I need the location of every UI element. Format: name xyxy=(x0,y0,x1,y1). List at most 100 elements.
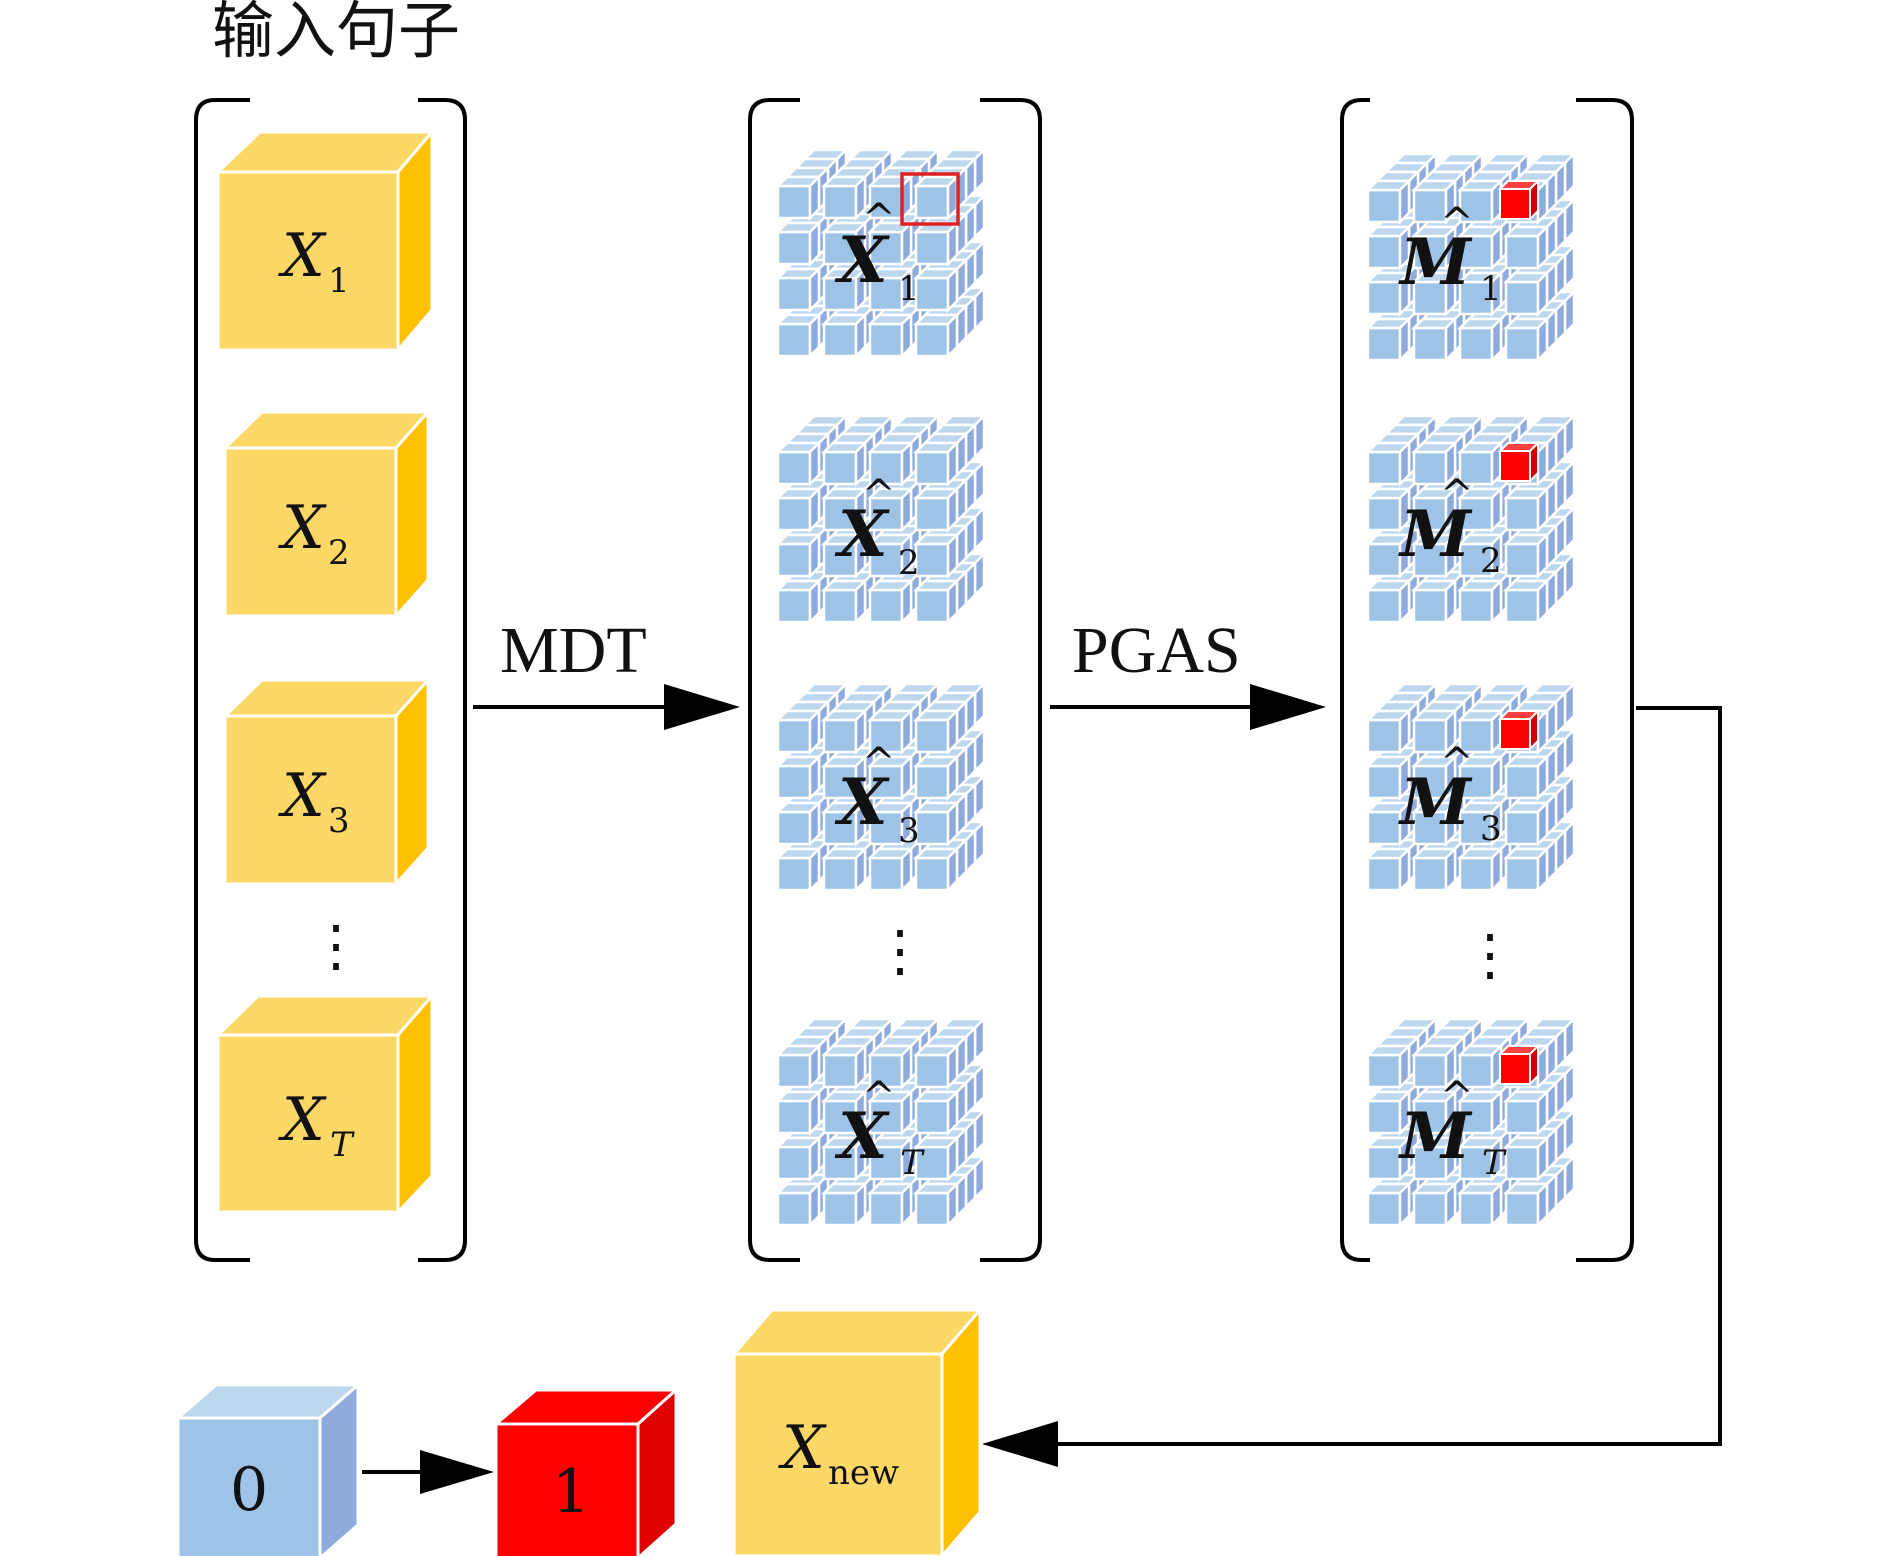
cubelet xyxy=(776,847,821,892)
m-hat-1-sub: 1 xyxy=(1480,269,1502,309)
m-hat-tensor-2 xyxy=(1366,414,1576,624)
cubelet xyxy=(822,175,867,220)
x-hat-T-sub: T xyxy=(900,1143,925,1183)
active-element-red-cube xyxy=(1497,1043,1541,1087)
m-hat-1-var: M xyxy=(1398,225,1473,300)
cubelet xyxy=(914,579,959,624)
cubelet xyxy=(1366,441,1411,486)
cubelet xyxy=(776,313,821,358)
x-hat-1-sub: 1 xyxy=(898,269,920,309)
legend-zero-label: 0 xyxy=(230,1455,268,1525)
input-ellipsis: ⋮ xyxy=(308,914,364,979)
cubelet xyxy=(1412,1182,1457,1227)
cubelet xyxy=(914,313,959,358)
left-bracket xyxy=(748,98,800,1262)
cubelet xyxy=(822,441,867,486)
m-hat-2-sub: 2 xyxy=(1480,541,1502,581)
cubelet xyxy=(1504,225,1549,270)
legend-one-cube: 1 xyxy=(491,1386,680,1556)
cubelet xyxy=(914,1090,959,1135)
cubelet xyxy=(776,1182,821,1227)
cubelet xyxy=(776,1090,821,1135)
cubelet xyxy=(776,487,821,532)
active-element-red-cube xyxy=(1497,440,1541,484)
left-bracket xyxy=(1340,98,1370,1262)
cubelet xyxy=(822,847,867,892)
m-hat-column: ^ M 1 ^ M 2 ^ M 3 ⋮ ^ M T xyxy=(1340,98,1634,1262)
mdt-label: MDT xyxy=(500,614,647,687)
cubelet xyxy=(822,1182,867,1227)
cubelet xyxy=(1458,317,1503,362)
input-cube-2-sub: 2 xyxy=(328,533,350,573)
feedback-arrow xyxy=(982,706,1722,1467)
cubelet xyxy=(914,801,959,846)
cubelet xyxy=(1366,1044,1411,1089)
cubelet xyxy=(1504,801,1549,846)
cubelet xyxy=(776,441,821,486)
input-column: X 1 X 2 X 3 ⋮ X T xyxy=(194,98,467,1262)
cubelet xyxy=(914,1182,959,1227)
cubelet xyxy=(1458,847,1503,892)
legend-one-label: 1 xyxy=(552,1457,590,1527)
active-element-red-cube xyxy=(1497,708,1541,752)
cubelet xyxy=(1504,579,1549,624)
x-hat-T-var: X xyxy=(834,1099,890,1174)
right-bracket xyxy=(980,98,1042,1262)
cubelet xyxy=(868,847,913,892)
cubelet xyxy=(776,221,821,266)
m-hat-ellipsis: ⋮ xyxy=(1462,923,1518,988)
cubelet xyxy=(1458,1182,1503,1227)
cubelet xyxy=(776,755,821,800)
cubelet xyxy=(914,533,959,578)
cubelet xyxy=(1366,847,1411,892)
cubelet xyxy=(1366,317,1411,362)
active-element-red-cube xyxy=(1497,178,1541,222)
m-hat-3-var: M xyxy=(1398,765,1473,840)
pgas-arrow: PGAS xyxy=(1050,614,1326,730)
m-hat-label-2: ^ M 2 xyxy=(1398,472,1502,581)
cubelet xyxy=(822,313,867,358)
cubelet xyxy=(776,1044,821,1089)
cubelet xyxy=(914,847,959,892)
cubelet xyxy=(822,1044,867,1089)
hat-symbol: ^ xyxy=(1440,200,1474,246)
x-hat-ellipsis: ⋮ xyxy=(872,919,928,984)
cubelet xyxy=(1412,847,1457,892)
input-cube-1-sub: 1 xyxy=(328,261,350,301)
cubelet xyxy=(914,487,959,532)
x-hat-2-var: X xyxy=(834,497,890,572)
cubelet xyxy=(868,579,913,624)
pgas-label: PGAS xyxy=(1072,614,1241,687)
m-hat-3-sub: 3 xyxy=(1480,809,1502,849)
cubelet xyxy=(914,755,959,800)
input-cube-T: X T xyxy=(214,991,436,1216)
m-hat-tensor-4 xyxy=(1366,1017,1576,1227)
cubelet xyxy=(776,533,821,578)
cubelet xyxy=(914,709,959,754)
legend-transition-arrow xyxy=(362,1450,494,1494)
x-hat-label-1: ^ X 1 xyxy=(834,196,920,309)
input-cube-3: X 3 xyxy=(221,676,432,888)
m-hat-label-1: ^ M 1 xyxy=(1398,200,1502,309)
x-hat-2-sub: 2 xyxy=(898,543,920,583)
output-cube-xnew: X new xyxy=(730,1305,984,1556)
hat-symbol: ^ xyxy=(862,196,896,242)
cubelet xyxy=(1504,1090,1549,1135)
cubelet xyxy=(1504,1182,1549,1227)
cubelet xyxy=(1412,579,1457,624)
m-hat-T-sub: T xyxy=(1482,1143,1507,1183)
m-hat-tensor-1 xyxy=(1366,152,1576,362)
hat-symbol: ^ xyxy=(862,740,896,786)
selected-element-box xyxy=(900,172,960,226)
input-cube-2-var: X xyxy=(278,493,327,563)
cubelet xyxy=(776,267,821,312)
input-cube-3-sub: 3 xyxy=(328,801,350,841)
x-hat-1-var: X xyxy=(834,223,890,298)
cubelet xyxy=(1458,579,1503,624)
cubelet xyxy=(1504,755,1549,800)
hat-symbol: ^ xyxy=(862,472,896,518)
hat-symbol: ^ xyxy=(1440,740,1474,786)
input-cube-3-var: X xyxy=(278,761,327,831)
cubelet xyxy=(868,1182,913,1227)
